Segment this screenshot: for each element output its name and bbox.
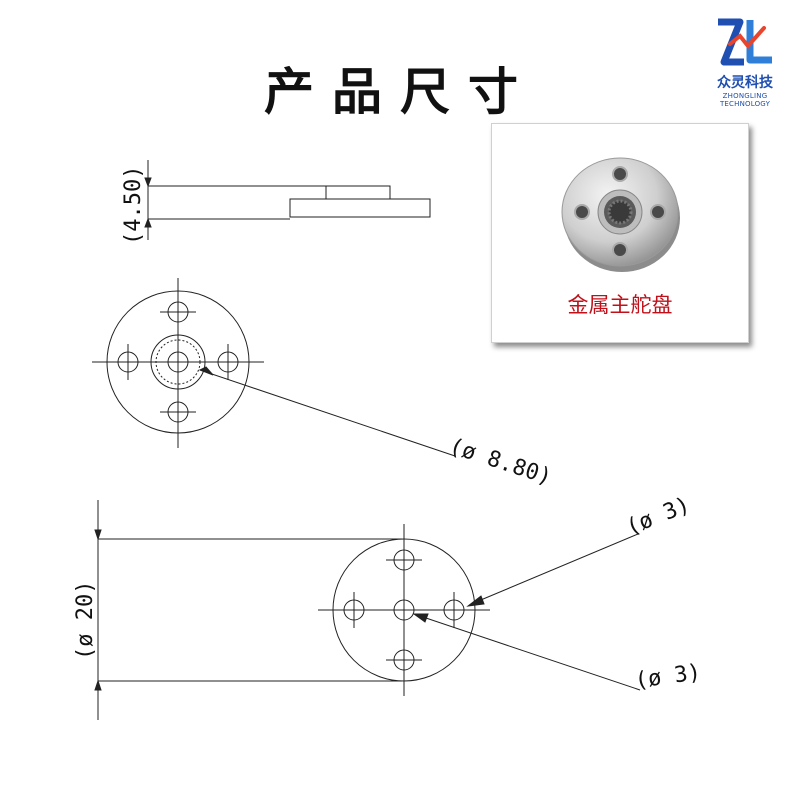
dim-center-hole-label: (ø 3)	[633, 660, 702, 694]
dim-thickness-label: (4.50)	[121, 166, 146, 245]
servo-horn-photo	[561, 157, 680, 272]
dim-gear-diameter-label: (ø 8.80)	[446, 434, 555, 491]
product-photo-card: 金属主舵盘	[491, 123, 749, 343]
brand-logo: 众灵科技 ZHONGLING TECHNOLOGY	[700, 10, 790, 110]
bottom-view-large-disc	[94, 500, 641, 720]
logo-name-cn: 众灵科技	[717, 75, 773, 91]
top-view-small-horn	[92, 278, 456, 457]
side-view	[144, 160, 431, 240]
zl-logo-icon	[718, 18, 772, 66]
page-title: 产品尺寸	[264, 63, 536, 121]
dim-outer-hole-label: (ø 3)	[623, 493, 694, 541]
logo-name-en: ZHONGLING TECHNOLOGY	[719, 92, 771, 108]
dim-disc-diameter-label: (ø 20)	[73, 581, 98, 660]
photo-caption: 金属主舵盘	[567, 293, 673, 317]
